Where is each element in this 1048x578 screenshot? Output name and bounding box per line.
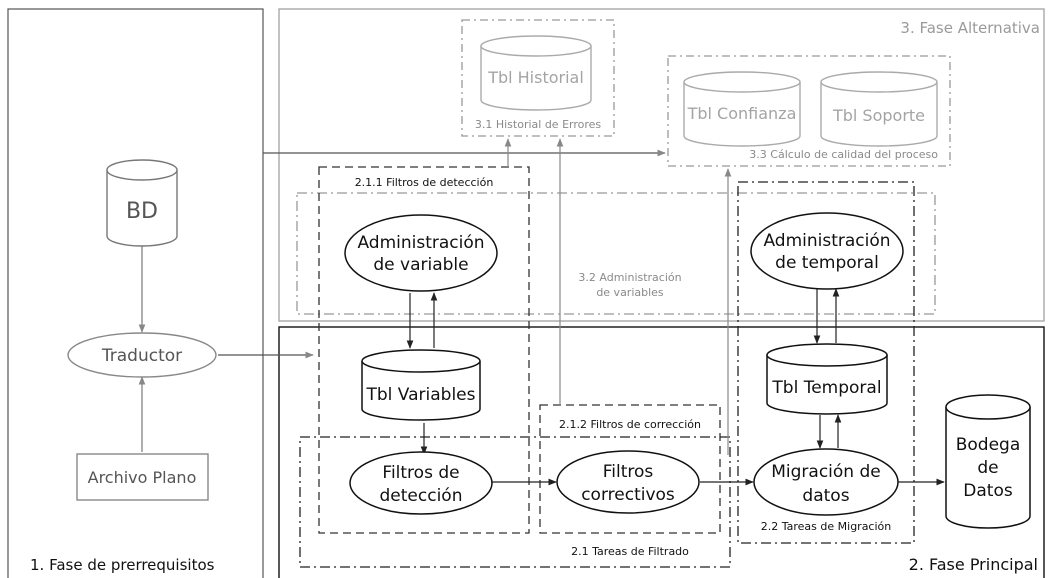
bodega-database-icon — [945, 394, 1031, 529]
tbl-temporal-database-icon — [766, 343, 888, 415]
traductor-label: Traductor — [101, 346, 182, 366]
group-tareas-filtrado — [299, 436, 731, 568]
phase-1-title: 1. Fase de prerrequisitos — [30, 556, 215, 574]
phase-1-panel — [7, 8, 264, 578]
tbl-variables-database-icon — [361, 349, 481, 421]
group-filtros-deteccion — [318, 166, 530, 534]
bd-label: BD — [126, 199, 158, 224]
tbl-soporte-database-icon — [820, 71, 938, 147]
filtros-deteccion-label-1: Filtros de — [382, 463, 459, 483]
phase-3-panel — [278, 8, 1045, 322]
admin-variable-node — [344, 214, 498, 292]
group-tareas-migracion — [737, 181, 915, 544]
tbl-variables-label: Tbl Variables — [366, 385, 476, 405]
group-calidad — [667, 55, 951, 167]
admin-temporal-label-2: de temporal — [775, 253, 879, 273]
group-filtros-correccion-label: 2.1.2 Filtros de corrección — [559, 418, 701, 431]
migracion-node — [753, 448, 899, 516]
migracion-label-1: Migración de — [771, 462, 881, 482]
filtros-deteccion-node — [349, 451, 493, 515]
filtros-correctivos-label-2: correctivos — [581, 485, 675, 505]
tbl-soporte-label: Tbl Soporte — [832, 106, 925, 125]
admin-temporal-label-1: Administración — [763, 231, 890, 251]
admin-variable-label-1: Administración — [357, 233, 484, 253]
group-filtros-correccion — [539, 404, 721, 534]
group-historial-errores-label: 3.1 Historial de Errores — [475, 118, 602, 131]
bodega-label-3: Datos — [963, 481, 1013, 501]
filtros-correctivos-label-1: Filtros — [603, 462, 654, 482]
group-tareas-migracion-label: 2.2 Tareas de Migración — [761, 520, 892, 533]
filtros-deteccion-label-2: detección — [380, 486, 463, 506]
group-calidad-label: 3.3 Cálculo de calidad del proceso — [749, 148, 938, 161]
bodega-label-1: Bodega — [956, 435, 1021, 455]
tbl-confianza-label: Tbl Confianza — [687, 104, 797, 123]
group-admin-variables-label-2: de variables — [596, 286, 664, 299]
bd-database-icon — [106, 159, 178, 247]
archivo-plano-node — [76, 453, 209, 501]
migracion-label-2: datos — [802, 486, 849, 506]
group-filtros-deteccion-label: 2.1.1 Filtros de detección — [355, 176, 494, 189]
group-historial-errores — [461, 19, 615, 137]
phase-2-panel — [278, 326, 1045, 578]
admin-temporal-node — [750, 212, 904, 290]
tbl-historial-database-icon — [480, 35, 592, 111]
group-admin-variables-label-1: 3.2 Administración — [578, 271, 681, 284]
tbl-historial-label: Tbl Historial — [487, 68, 584, 87]
bodega-label-2: de — [977, 458, 998, 478]
admin-variable-label-2: de variable — [373, 255, 468, 275]
group-tareas-filtrado-label: 2.1 Tareas de Filtrado — [571, 545, 689, 558]
traductor-node — [67, 332, 217, 378]
tbl-confianza-database-icon — [683, 71, 801, 147]
tbl-temporal-label: Tbl Temporal — [771, 378, 881, 398]
filtros-correctivos-node — [556, 450, 700, 514]
phase-2-title: 2. Fase Principal — [909, 555, 1038, 574]
archivo-plano-label: Archivo Plano — [88, 468, 197, 487]
phase-3-title: 3. Fase Alternativa — [900, 19, 1040, 37]
